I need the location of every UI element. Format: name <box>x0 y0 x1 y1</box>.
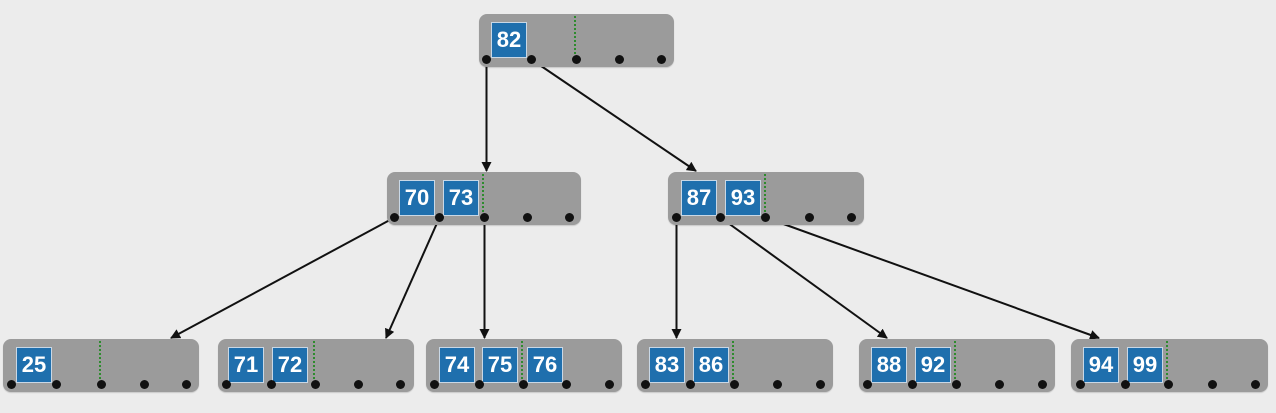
divider-line <box>313 341 315 383</box>
child-pointer <box>1038 380 1047 389</box>
child-pointer <box>527 55 536 64</box>
node-key: 73 <box>443 180 479 216</box>
child-pointer <box>475 380 484 389</box>
child-pointer <box>1121 380 1130 389</box>
node-key: 76 <box>527 347 563 383</box>
divider-line <box>574 16 576 58</box>
child-pointer <box>995 380 1004 389</box>
child-pointer <box>396 380 405 389</box>
node-key: 88 <box>871 347 907 383</box>
node-key: 94 <box>1083 347 1119 383</box>
child-pointer <box>97 380 106 389</box>
tree-node: 74 75 76 <box>426 339 622 392</box>
child-pointer <box>7 380 16 389</box>
node-key: 83 <box>649 347 685 383</box>
child-pointer <box>908 380 917 389</box>
child-pointer <box>1076 380 1085 389</box>
node-key: 86 <box>693 347 729 383</box>
child-pointer <box>686 380 695 389</box>
child-pointer <box>952 380 961 389</box>
child-pointer <box>222 380 231 389</box>
edge-arrow <box>530 58 697 172</box>
child-pointer <box>1164 380 1173 389</box>
divider-line <box>1166 341 1168 383</box>
node-key: 93 <box>725 180 761 216</box>
tree-node: 70 73 <box>387 172 581 225</box>
divider-line <box>954 341 956 383</box>
child-pointer <box>657 55 666 64</box>
child-pointer <box>390 213 399 222</box>
node-key: 72 <box>272 347 308 383</box>
child-pointer <box>572 55 581 64</box>
node-key: 71 <box>228 347 264 383</box>
child-pointer <box>523 213 532 222</box>
node-key: 99 <box>1127 347 1163 383</box>
child-pointer <box>730 380 739 389</box>
tree-node: 25 <box>3 339 199 392</box>
child-pointer <box>641 380 650 389</box>
edge-arrow <box>719 216 888 339</box>
child-pointer <box>565 213 574 222</box>
child-pointer <box>816 380 825 389</box>
node-key: 82 <box>491 22 527 58</box>
child-pointer <box>562 380 571 389</box>
child-pointer <box>773 380 782 389</box>
child-pointer <box>430 380 439 389</box>
tree-node: 82 <box>479 14 674 67</box>
child-pointer <box>716 213 725 222</box>
child-pointer <box>519 380 528 389</box>
child-pointer <box>480 213 489 222</box>
tree-node: 87 93 <box>668 172 864 225</box>
divider-line <box>764 174 766 216</box>
child-pointer <box>52 380 61 389</box>
edge-arrow <box>765 216 1100 340</box>
edge-arrow <box>170 216 395 339</box>
tree-node: 71 72 <box>218 339 414 392</box>
child-pointer <box>1251 380 1260 389</box>
child-pointer <box>354 380 363 389</box>
child-pointer <box>672 213 681 222</box>
child-pointer <box>863 380 872 389</box>
child-pointer <box>182 380 191 389</box>
child-pointer <box>482 55 491 64</box>
child-pointer <box>311 380 320 389</box>
node-key: 92 <box>915 347 951 383</box>
child-pointer <box>140 380 149 389</box>
child-pointer <box>761 213 770 222</box>
child-pointer <box>847 213 856 222</box>
node-key: 25 <box>16 347 52 383</box>
edge-arrow <box>385 217 441 339</box>
child-pointer <box>605 380 614 389</box>
node-key: 70 <box>399 180 435 216</box>
node-key: 74 <box>439 347 475 383</box>
child-pointer <box>615 55 624 64</box>
child-pointer <box>1208 380 1217 389</box>
child-pointer <box>435 213 444 222</box>
child-pointer <box>267 380 276 389</box>
node-key: 87 <box>681 180 717 216</box>
tree-node: 88 92 <box>859 339 1055 392</box>
child-pointer <box>805 213 814 222</box>
tree-node: 83 86 <box>637 339 833 392</box>
divider-line <box>99 341 101 383</box>
divider-line <box>521 341 523 383</box>
divider-line <box>732 341 734 383</box>
node-key: 75 <box>482 347 518 383</box>
divider-line <box>482 174 484 216</box>
tree-node: 94 99 <box>1071 339 1268 392</box>
